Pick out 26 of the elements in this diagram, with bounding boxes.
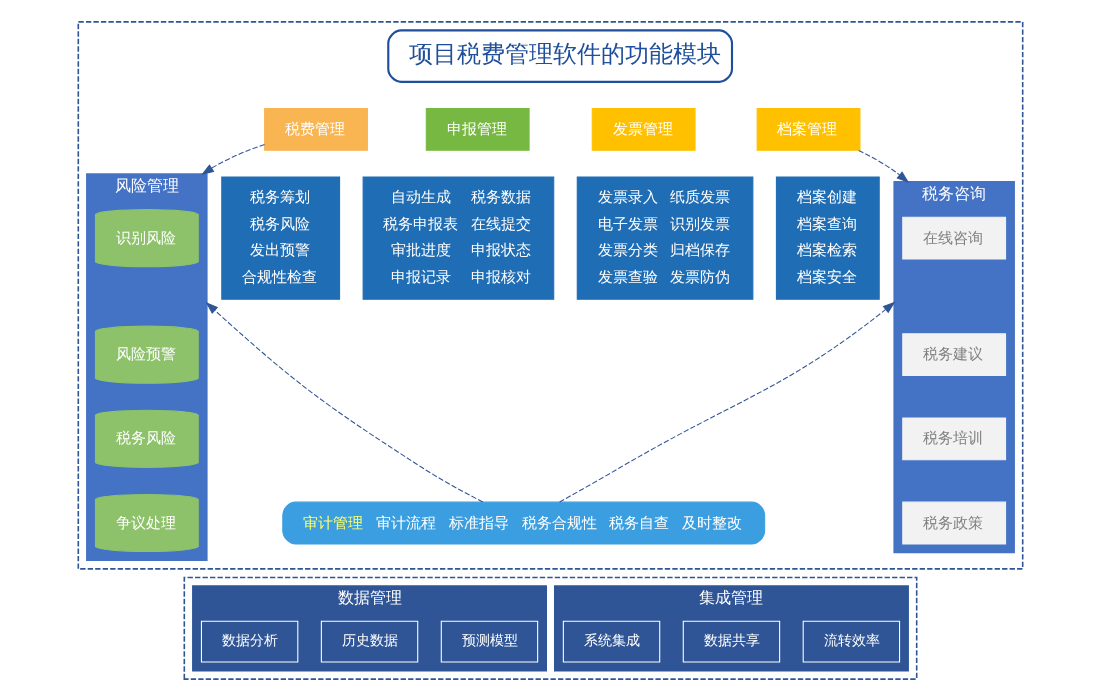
node-box: 发票录入 纸质发票 电子发票 识别发票 发票分类 归档保存 发票查验 发票防伪	[576, 176, 753, 300]
node-box: 历史数据	[320, 620, 418, 663]
node-box: 税务政策	[901, 501, 1006, 544]
arrow	[205, 301, 483, 502]
node-box: 项目税费管理软件的功能模块	[386, 28, 733, 83]
arrow	[558, 301, 895, 503]
node-box: 税务培训	[901, 416, 1006, 460]
node-box: 发票管理	[591, 107, 696, 151]
node-box: 数据共享	[682, 620, 780, 663]
node-box: 档案创建 档案查询 档案检索 档案安全	[775, 176, 880, 300]
node-box: 税费管理	[263, 107, 368, 151]
node-box: 审计管理 审计流程 标准指导 税务合规性 税务自查 及时整改	[281, 501, 765, 544]
node-box: 在线咨询	[901, 216, 1006, 260]
node-box: 自动生成 税务数据 税务申报表 在线提交 审批进度 申报状态 申报记录 申报核对	[362, 176, 554, 300]
arrow	[857, 149, 909, 183]
cluster	[183, 576, 917, 680]
node-box: 税务建议	[901, 332, 1006, 376]
arrow	[200, 143, 265, 175]
node-box: 系统集成	[562, 620, 660, 663]
node-box: 预测模型	[440, 620, 538, 663]
cluster	[77, 20, 1023, 570]
node-box: 档案管理	[756, 107, 860, 151]
node-box: 税务筹划 税务风险 发出预警 合规性检查	[220, 176, 340, 300]
node-box: 数据分析	[200, 620, 298, 663]
node-box: 流转效率	[802, 620, 900, 663]
node-box: 申报管理	[425, 107, 530, 151]
